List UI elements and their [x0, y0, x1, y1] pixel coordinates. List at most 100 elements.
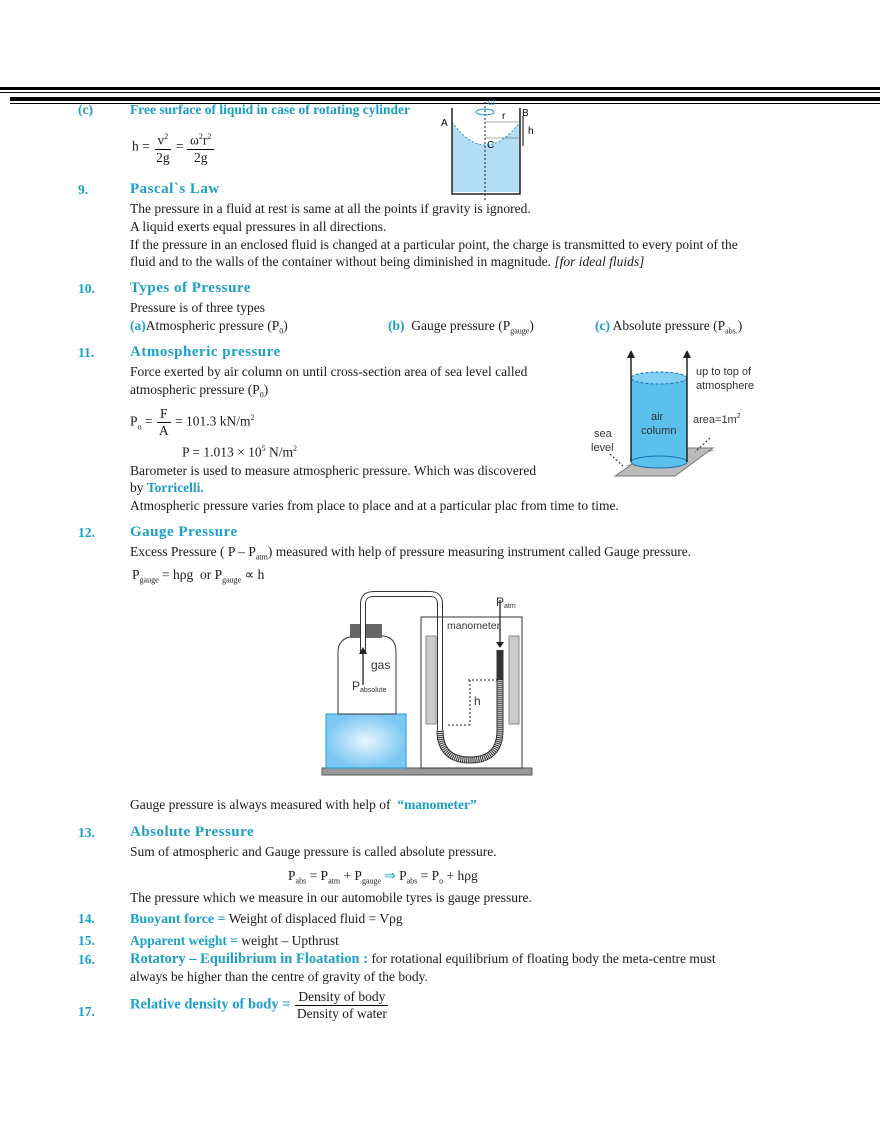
section-number: 12.: [78, 525, 95, 540]
column-top: [630, 371, 688, 385]
buoyant-line: Buoyant force = Weight of displaced flui…: [130, 911, 403, 928]
den: 2g: [156, 149, 170, 165]
omega-label: ω: [488, 98, 495, 107]
liquid: [452, 122, 520, 192]
section-title: Gauge Pressure: [130, 524, 238, 540]
tag: (b): [388, 318, 405, 333]
sub: 0: [259, 390, 264, 400]
header-rule-thick-2: [10, 97, 880, 101]
or: or: [199, 567, 212, 582]
column-bottom: [630, 455, 688, 469]
term: + hρg: [446, 868, 478, 883]
manometer-diagram: Patm manometer gas Pabsolute h: [321, 591, 533, 776]
label-patm: Patm: [496, 595, 516, 610]
text-line: The pressure in a fluid at rest is same …: [130, 201, 531, 216]
label-top: up to top of: [696, 366, 752, 378]
section-c-title: Free surface of liquid in case of rotati…: [130, 102, 410, 117]
numerator: Density of body: [295, 989, 389, 1006]
air-column-diagram: up to top of atmosphere air column area=…: [591, 350, 754, 477]
scale-right: [508, 635, 520, 725]
formula-gauge: Pgauge = hρg or Pgauge ∝ h: [132, 567, 264, 585]
label-manometer: manometer: [447, 620, 501, 632]
text-line: Gauge pressure is always measured with h…: [130, 797, 477, 813]
pointer: [609, 453, 624, 467]
label-r: r: [502, 111, 506, 122]
text-line: Barometer is used to measure atmospheric…: [130, 463, 537, 478]
text-line: Pressure is of three types: [130, 300, 265, 315]
p: P: [288, 868, 296, 883]
sub: atm: [255, 552, 268, 562]
sup: 2: [737, 413, 741, 420]
sup: 2: [207, 132, 212, 141]
label-b: B: [522, 108, 529, 119]
implies-icon: ⇒: [384, 868, 396, 883]
by: by: [130, 480, 144, 495]
end: ): [737, 318, 743, 333]
p: + P: [343, 868, 362, 883]
text: Absolute pressure (P: [612, 318, 726, 333]
text-line: always be higher than the centre of grav…: [130, 969, 428, 984]
text-line: fluid and to the walls of the container …: [130, 254, 644, 270]
sub: o: [439, 876, 444, 886]
label-a: A: [441, 118, 448, 129]
title: Apparent weight =: [130, 933, 238, 948]
u-tube-liquid: [437, 680, 503, 763]
sub: abs: [406, 876, 418, 886]
tube-inner: [361, 592, 442, 740]
unit: N/m: [265, 444, 293, 460]
sub: atm: [504, 603, 516, 610]
label-sea: sea: [594, 428, 613, 440]
formula-h: h =: [132, 138, 150, 154]
p: P: [132, 567, 140, 582]
scale-left: [425, 635, 437, 725]
relative-density-line: Relative density of body = Density of bo…: [130, 989, 390, 1022]
rotatory-line: Rotatory – Equilibrium in Floatation : f…: [130, 951, 716, 968]
sup: 2: [198, 132, 203, 141]
section-title: Atmospheric pressure: [130, 344, 281, 360]
label-top-2: atmosphere: [696, 380, 754, 392]
manometer-box: [420, 616, 523, 769]
formula-p: P = 1.013 × 105 N/m2: [182, 444, 297, 461]
section-title: Absolute Pressure: [130, 824, 255, 840]
text-line: Excess Pressure ( P – Patm) measured wit…: [130, 544, 691, 562]
p: = P: [309, 868, 329, 883]
denominator: Density of water: [296, 1006, 387, 1021]
arrow-head-icon: [359, 647, 367, 654]
header-rule-thick: [0, 87, 880, 90]
type-c: (c) Absolute pressure (Pabs.): [595, 318, 742, 336]
text-line: atmospheric pressure (P0): [130, 382, 268, 400]
cylinder-walls: [451, 108, 521, 195]
prop: ∝ h: [244, 567, 265, 582]
end: ): [263, 382, 269, 397]
p: P: [352, 679, 360, 693]
text-line: Force exerted by air column on until cro…: [130, 364, 528, 379]
text-line: A liquid exerts equal pressures in all d…: [130, 219, 387, 234]
sup: 2: [250, 413, 255, 423]
num-v: v: [157, 132, 165, 148]
den: 2g: [193, 149, 208, 165]
text-line: The pressure which we measure in our aut…: [130, 890, 532, 905]
sup: 5: [261, 444, 266, 453]
label-h: h: [474, 694, 481, 708]
label-column: column: [641, 425, 676, 437]
label-pabsolute: Pabsolute: [352, 679, 387, 694]
eq: =: [144, 413, 153, 429]
label-area: area=1m2: [693, 413, 741, 426]
rotation-icon: [475, 108, 495, 116]
label-c: C: [487, 140, 494, 151]
section-number: 16.: [78, 952, 95, 967]
sub: abs: [295, 876, 307, 886]
text-line: If the pressure in an enclosed fluid is …: [130, 237, 738, 252]
p: P: [214, 567, 223, 582]
section-number: 17.: [78, 1004, 95, 1019]
text: Excess Pressure ( P – P: [130, 544, 256, 559]
r: r: [202, 132, 208, 148]
text-line: Atmospheric pressure varies from place t…: [130, 498, 619, 513]
tag: (c): [595, 318, 610, 333]
title: Buoyant force =: [130, 912, 226, 927]
arrow-head-icon: [627, 350, 635, 358]
text: ) measured with help of pressure measuri…: [267, 544, 692, 559]
